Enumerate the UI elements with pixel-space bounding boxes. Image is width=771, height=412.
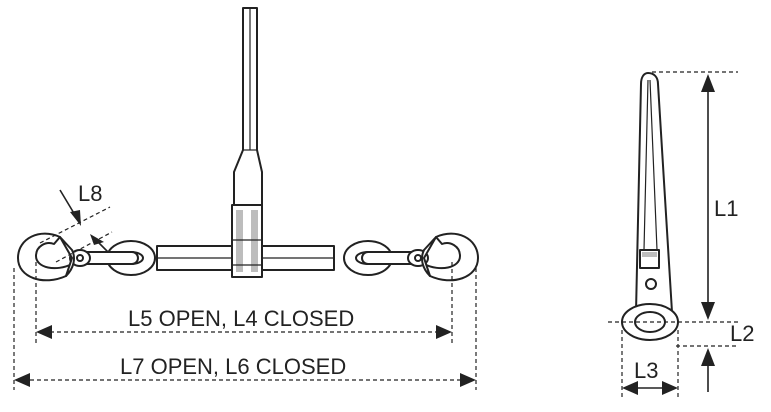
handle-side-view: L1 L2 L3 [608, 71, 754, 400]
handle-lever [233, 7, 263, 211]
left-chain-links [69, 240, 156, 276]
binder-front-view: L8 L5 OPEN, L4 CLOSED L7 OPEN, L6 CLOSED [13, 7, 479, 390]
right-hook [421, 232, 479, 282]
inner-length-label: L5 OPEN, L4 CLOSED [128, 306, 354, 331]
l1-dimension: L1 [608, 71, 738, 323]
ratchet-body [156, 204, 335, 278]
outer-length-dimension: L7 OPEN, L6 CLOSED [13, 268, 477, 390]
right-chain-links [343, 240, 429, 276]
l3-label: L3 [634, 358, 658, 383]
l2-label: L2 [730, 321, 754, 346]
outer-length-label: L7 OPEN, L6 CLOSED [120, 354, 346, 379]
l8-dimension: L8 [39, 181, 113, 263]
l1-label: L1 [714, 196, 738, 221]
inner-length-dimension: L5 OPEN, L4 CLOSED [35, 262, 453, 344]
l8-label: L8 [78, 181, 102, 206]
l3-dimension: L3 [621, 330, 679, 400]
l2-dimension: L2 [676, 321, 754, 392]
left-hook [17, 232, 75, 282]
handle-profile [621, 72, 679, 341]
